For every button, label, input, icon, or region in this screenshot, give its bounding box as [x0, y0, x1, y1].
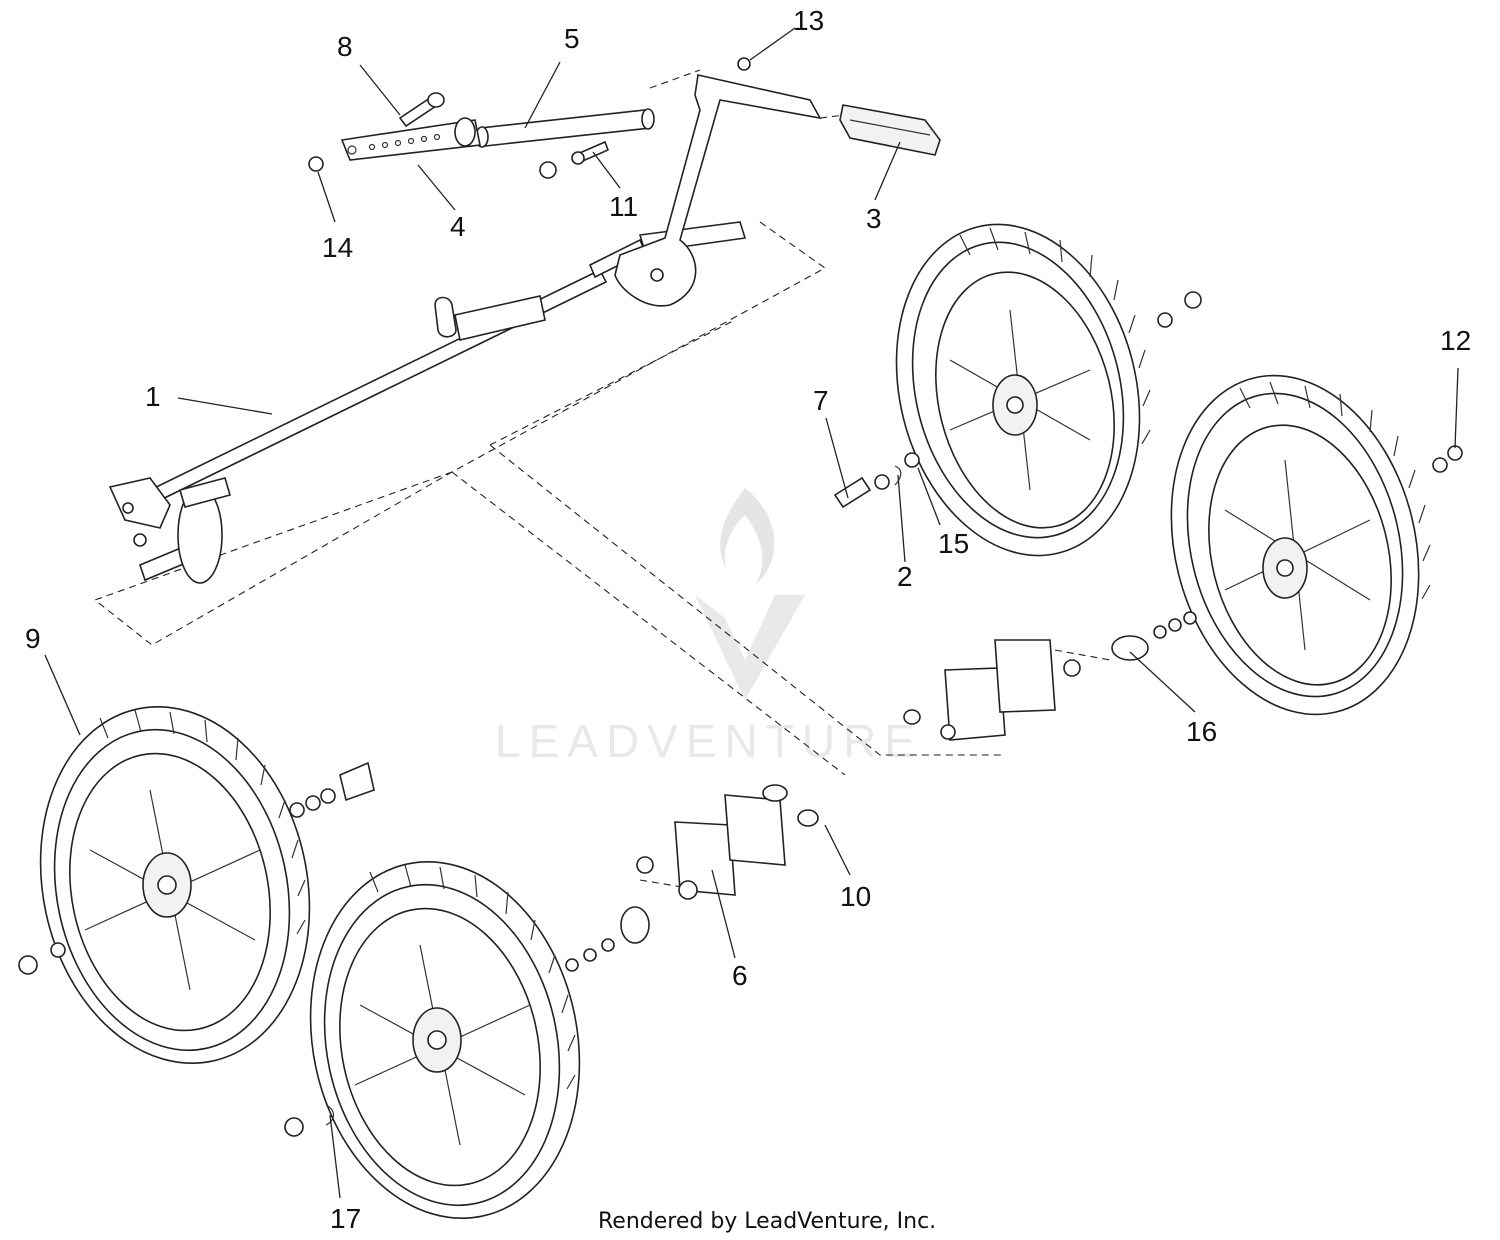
leadventure-watermark: LEADVENTURE	[495, 488, 923, 767]
adjustment-bar	[340, 117, 481, 161]
callout-labels: 1 2 3 4 5 6 7 8 9 10 11 12 13 14 15 16 1…	[25, 5, 1471, 1234]
callout-12: 12	[1440, 325, 1471, 356]
callout-10: 10	[840, 881, 871, 912]
wheel-rear-lower	[1170, 374, 1431, 716]
callout-15: 15	[938, 528, 969, 559]
callout-2: 2	[897, 561, 913, 592]
callout-5: 5	[564, 23, 580, 54]
leader-lines	[44, 27, 1459, 1199]
small-hardware	[308, 57, 751, 179]
watermark-text: LEADVENTURE	[495, 715, 923, 767]
callout-8: 8	[337, 31, 353, 62]
bolt-8	[398, 92, 445, 128]
height-lever	[614, 74, 822, 307]
lever-grip	[839, 104, 941, 156]
callout-3: 3	[866, 203, 882, 234]
callout-1: 1	[145, 381, 161, 412]
link-rod	[475, 108, 655, 148]
callout-4: 4	[450, 211, 466, 242]
callout-14: 14	[322, 232, 353, 263]
wheel-rear-upper	[895, 223, 1151, 557]
callout-16: 16	[1186, 716, 1217, 747]
callout-11: 11	[609, 191, 638, 222]
footer-credit: Rendered by LeadVenture, Inc.	[598, 1209, 936, 1234]
axle-shaft	[108, 221, 747, 584]
callout-9: 9	[25, 623, 41, 654]
wheel-front-left	[39, 706, 311, 1064]
pin-spring-washer	[833, 452, 920, 509]
callout-17: 17	[330, 1203, 361, 1234]
callout-13: 13	[793, 5, 824, 36]
wheel-front-right	[309, 861, 581, 1219]
bracket-plates-upper	[903, 291, 1463, 741]
callout-7: 7	[813, 385, 829, 416]
bracket-plates-lower	[18, 761, 819, 1137]
callout-6: 6	[732, 960, 748, 991]
